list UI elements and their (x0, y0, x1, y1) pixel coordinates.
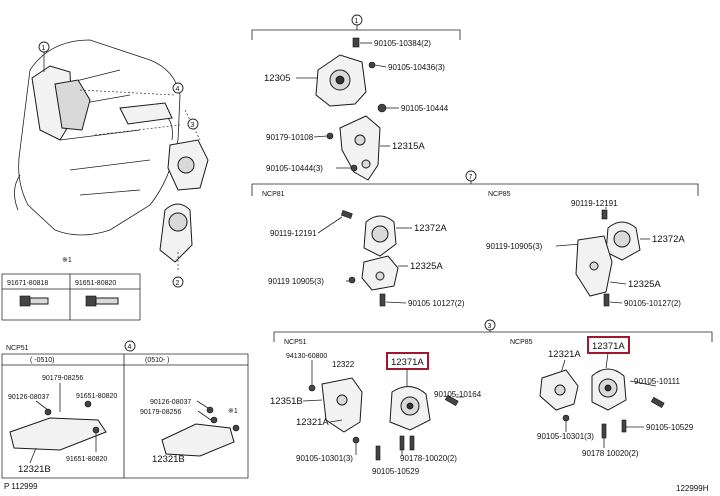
svg-text:1: 1 (355, 18, 359, 25)
svg-text:12372A: 12372A (414, 223, 447, 234)
callout-1-engine: 1 (38, 41, 50, 72)
svg-text:4: 4 (128, 344, 132, 351)
svg-text:12372A: 12372A (652, 234, 685, 245)
svg-text:90178 10020(2): 90178 10020(2) (582, 449, 639, 458)
callout-4-engine: 4 (172, 82, 184, 94)
svg-text:12351B: 12351B (270, 396, 303, 407)
svg-text:NCP81: NCP81 (262, 191, 285, 198)
engine-outline (14, 39, 209, 272)
bracket-12321B-left (9, 417, 107, 451)
svg-text:NCP51: NCP51 (284, 339, 307, 346)
svg-text:12321A: 12321A (548, 349, 581, 360)
svg-text:90105-10164: 90105-10164 (434, 390, 482, 399)
svg-text:90119 10905(3): 90119 10905(3) (268, 277, 324, 286)
svg-text:3: 3 (488, 323, 492, 330)
footer-left-code: P 112999 (4, 482, 38, 491)
svg-text:12322: 12322 (332, 360, 355, 369)
svg-text:90105-10384(2): 90105-10384(2) (374, 39, 431, 48)
svg-text:12325A: 12325A (628, 279, 661, 290)
svg-text:94130-60800: 94130-60800 (286, 353, 327, 360)
bracket-12321B-right (161, 423, 235, 457)
svg-text:4: 4 (176, 86, 180, 93)
svg-text:(0510- ): (0510- ) (145, 357, 170, 364)
svg-text:12305: 12305 (264, 73, 290, 84)
svg-text:2: 2 (176, 280, 180, 287)
svg-text:90105-10301(3): 90105-10301(3) (296, 454, 353, 463)
group-1-upper-mount: 1 90105-10384(2) 12305 90105-10436(3) 90… (251, 14, 461, 181)
svg-text:12371A: 12371A (592, 341, 625, 352)
svg-text:90126-08037: 90126-08037 (150, 399, 191, 406)
svg-text:91671-80818: 91671-80818 (7, 280, 48, 287)
highlight-12371A-ncp85 (587, 336, 630, 354)
hex-bolt-icon (85, 295, 119, 307)
group-3-front-mount: 3 NCP51 NCP85 94130-60800 12322 12371A 1… (270, 319, 713, 476)
svg-text:90105-10444: 90105-10444 (401, 104, 449, 113)
svg-text:NCP85: NCP85 (510, 339, 533, 346)
svg-text:12321B: 12321B (18, 464, 51, 475)
svg-text:91651-80820: 91651-80820 (66, 456, 107, 463)
fastener-table: ※1 91671-80818 91651-80820 (1, 257, 141, 321)
svg-text:3: 3 (191, 122, 195, 129)
svg-text:90105-10127(2): 90105-10127(2) (624, 299, 681, 308)
svg-text:※1: ※1 (62, 257, 72, 264)
bracket-12315A (339, 115, 381, 181)
callout-3-engine: 3 (187, 118, 199, 130)
nut-icon (368, 61, 376, 69)
svg-text:90178-10020(2): 90178-10020(2) (400, 454, 457, 463)
svg-text:7: 7 (469, 174, 473, 181)
svg-text:90105 10127(2): 90105 10127(2) (408, 299, 465, 308)
svg-text:※1: ※1 (228, 408, 238, 415)
svg-text:12321B: 12321B (152, 454, 185, 465)
svg-text:90105-10529: 90105-10529 (372, 467, 420, 476)
svg-text:NCP85: NCP85 (488, 191, 511, 198)
callout-2-engine: 2 (172, 276, 184, 288)
svg-text:91651-80820: 91651-80820 (76, 393, 117, 400)
svg-text:90105-10444(3): 90105-10444(3) (266, 164, 323, 173)
svg-text:90179-08256: 90179-08256 (42, 375, 83, 382)
svg-text:12371A: 12371A (391, 357, 424, 368)
group-4-ncp51: NCP51 4 ( -0510) (0510- ) 90179-08256 90… (1, 340, 249, 479)
group-7-rear-mount: 7 NCP81 NCP85 90119-12191 12372A 12325A … (251, 170, 699, 308)
svg-text:12325A: 12325A (410, 261, 443, 272)
svg-text:1: 1 (42, 45, 46, 52)
svg-text:NCP51: NCP51 (6, 345, 29, 352)
footer-right-code: 122999H (676, 484, 709, 493)
svg-text:90119-10905(3): 90119-10905(3) (486, 242, 543, 251)
svg-text:90126-08037: 90126-08037 (8, 394, 49, 401)
svg-text:90179-08256: 90179-08256 (140, 409, 181, 416)
highlight-12371A-ncp51 (386, 352, 429, 370)
svg-text:( -0510): ( -0510) (30, 357, 55, 364)
svg-text:90105-10301(3): 90105-10301(3) (537, 432, 594, 441)
svg-text:12315A: 12315A (392, 141, 425, 152)
svg-text:90105-10529: 90105-10529 (646, 423, 694, 432)
svg-text:91651-80820: 91651-80820 (75, 280, 116, 287)
svg-text:90105-10111: 90105-10111 (634, 377, 681, 386)
flange-bolt-icon (19, 295, 49, 307)
svg-text:90105-10436(3): 90105-10436(3) (388, 63, 445, 72)
bolt-head-icon (377, 103, 387, 113)
bolt-icon (352, 37, 360, 48)
svg-text:90119-12191: 90119-12191 (270, 229, 317, 238)
svg-text:90179-10108: 90179-10108 (266, 133, 314, 142)
svg-text:12321A: 12321A (296, 417, 329, 428)
svg-text:90119-12191: 90119-12191 (571, 199, 618, 208)
